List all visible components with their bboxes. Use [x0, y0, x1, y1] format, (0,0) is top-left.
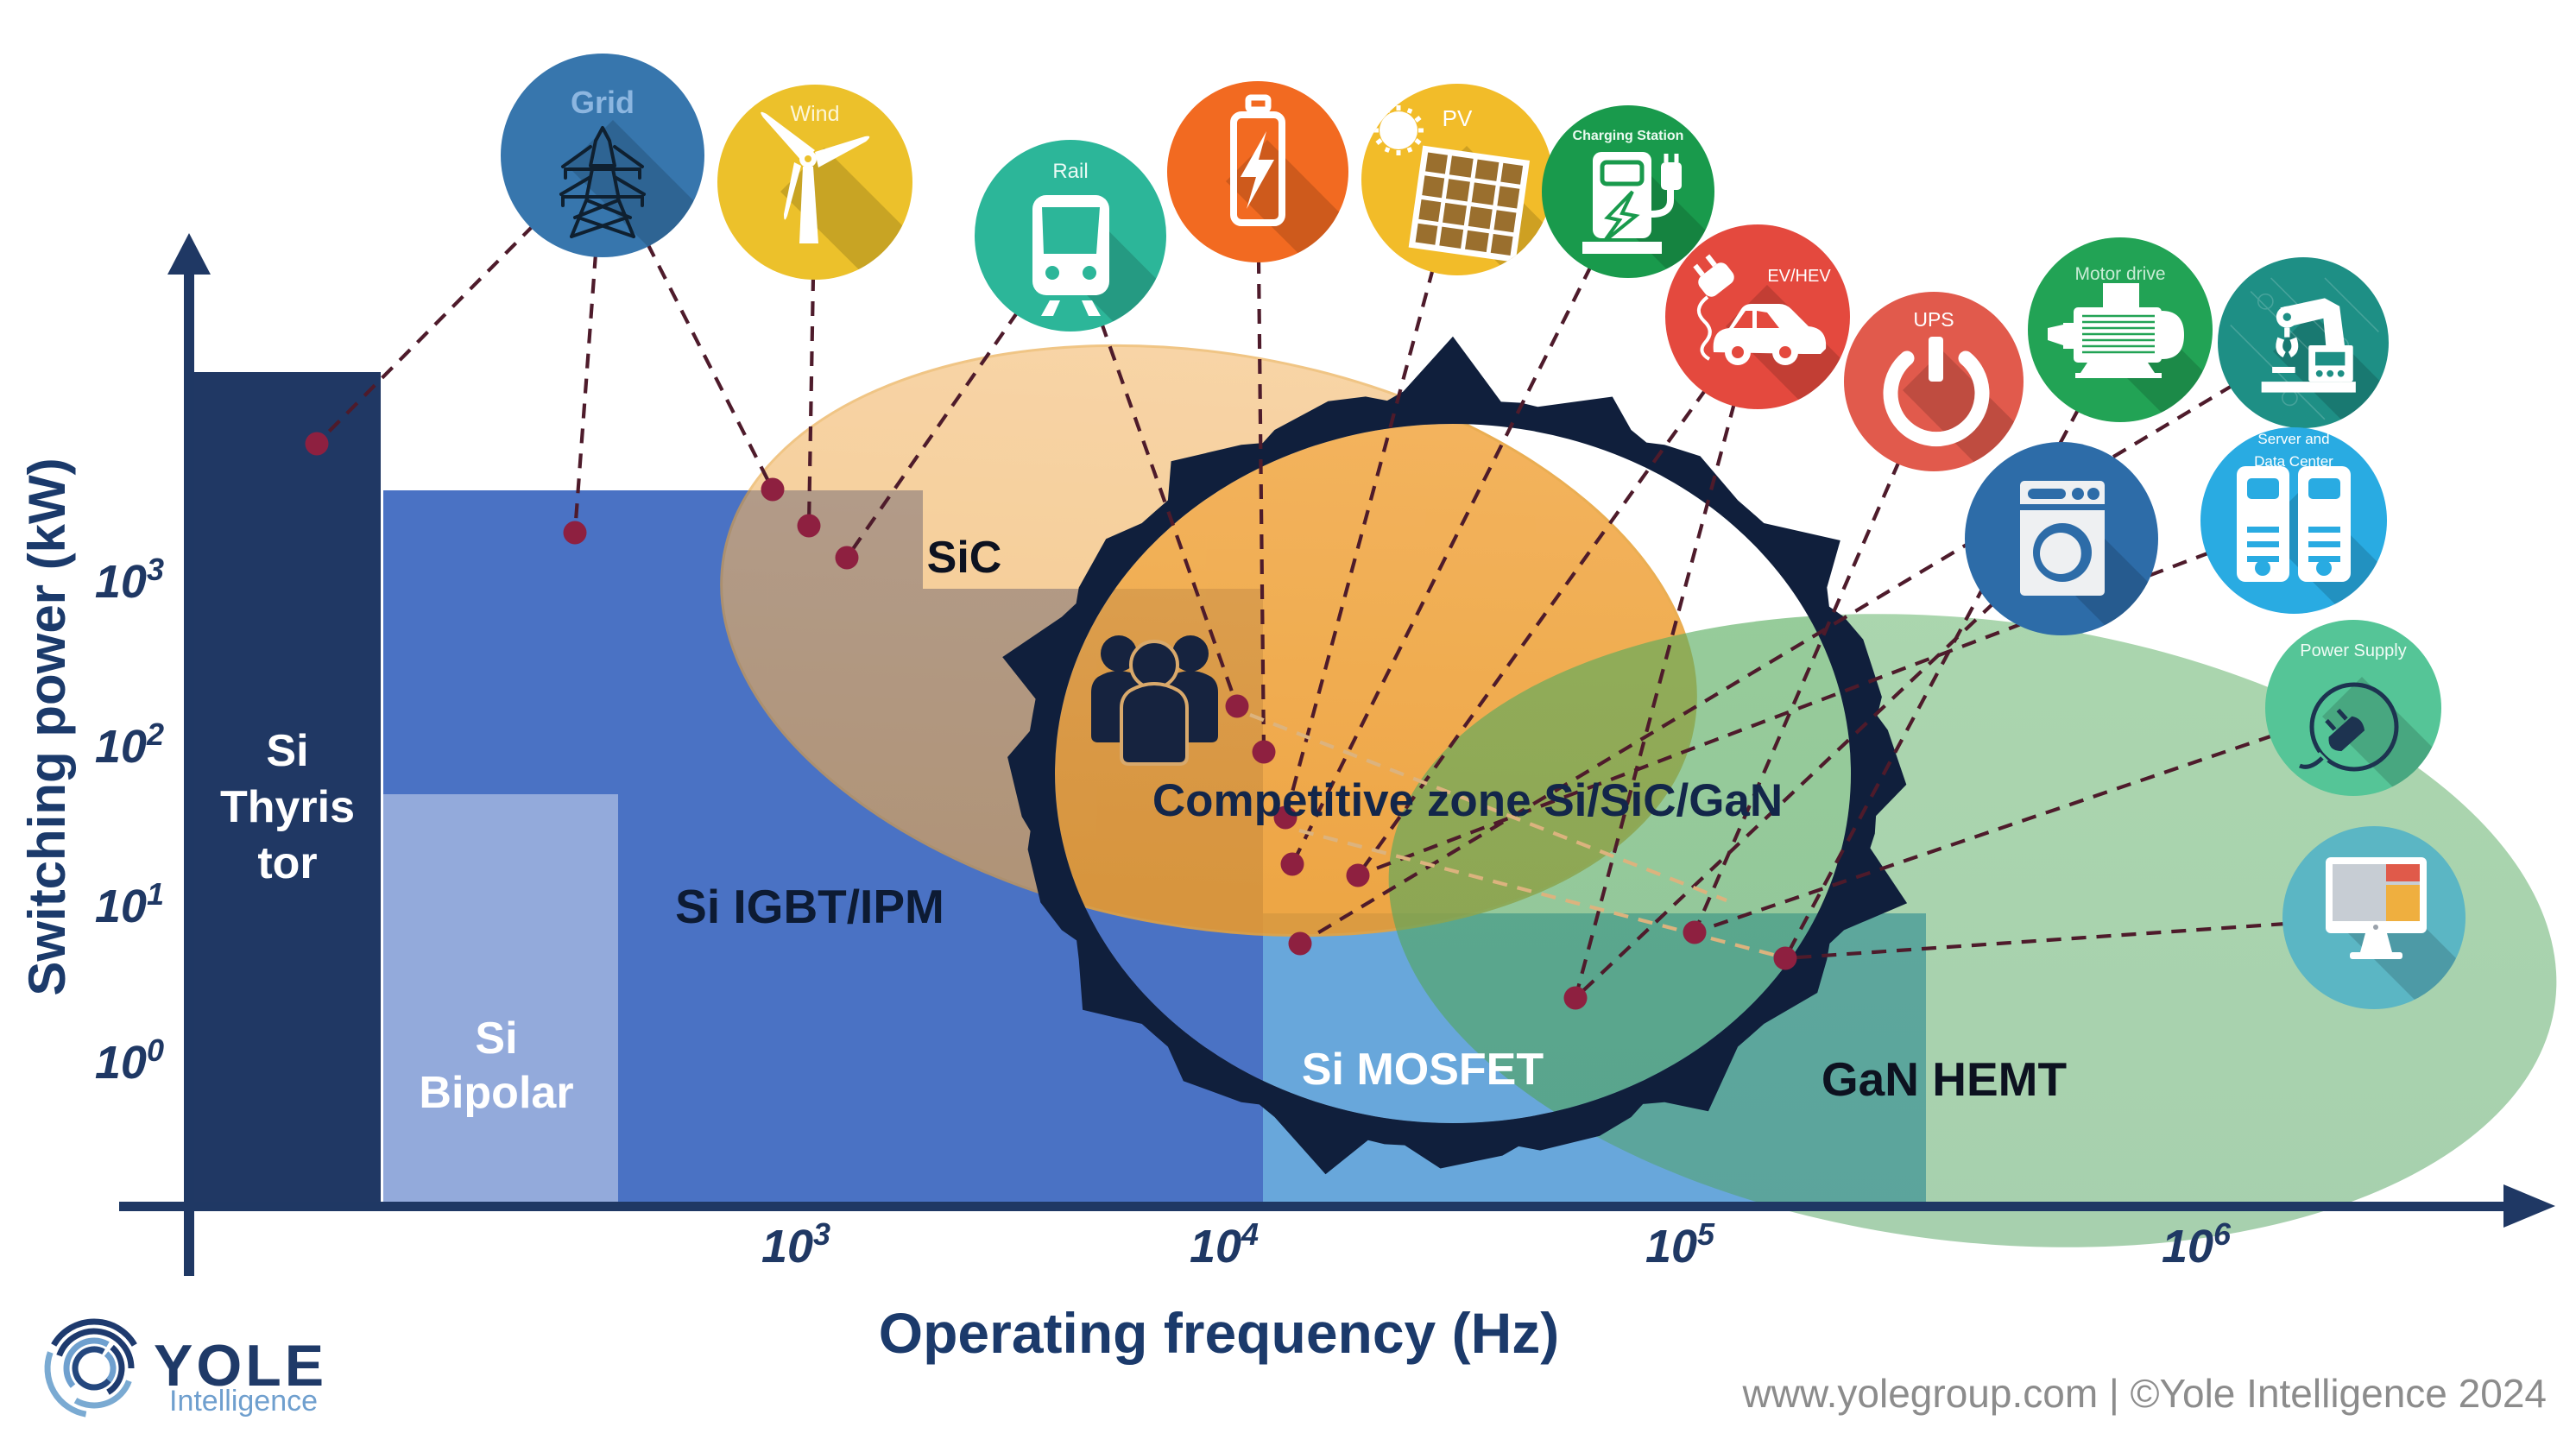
svg-text:UPS: UPS — [1913, 308, 1954, 331]
svg-text:106: 106 — [2162, 1216, 2232, 1272]
svg-text:GaN HEMT: GaN HEMT — [1822, 1052, 2067, 1106]
svg-text:105: 105 — [1645, 1216, 1715, 1272]
svg-text:www.yolegroup.com | ©Yole Inte: www.yolegroup.com | ©Yole Intelligence 2… — [1742, 1371, 2547, 1416]
svg-text:Competitive zone Si/SiC/GaN: Competitive zone Si/SiC/GaN — [1152, 775, 1783, 826]
svg-text:Power Supply: Power Supply — [2300, 641, 2406, 660]
svg-text:Switching power (kW): Switching power (kW) — [18, 458, 76, 995]
svg-text:Si IGBT/IPM: Si IGBT/IPM — [675, 880, 944, 933]
svg-text:PV: PV — [1443, 105, 1473, 131]
svg-text:Intelligence: Intelligence — [169, 1385, 318, 1418]
svg-text:Si: Si — [266, 726, 308, 776]
svg-text:Bipolar: Bipolar — [419, 1068, 573, 1118]
svg-text:EV/HEV: EV/HEV — [1767, 267, 1831, 286]
svg-text:Si: Si — [475, 1013, 517, 1064]
svg-text:Wind: Wind — [791, 102, 840, 126]
svg-text:Server and: Server and — [2257, 431, 2329, 447]
svg-text:Motor drive: Motor drive — [2074, 264, 2165, 284]
svg-text:Rail: Rail — [1052, 160, 1088, 183]
svg-text:Data Center: Data Center — [2254, 453, 2333, 470]
svg-text:100: 100 — [95, 1032, 164, 1089]
svg-text:Operating frequency (Hz): Operating frequency (Hz) — [879, 1301, 1559, 1365]
svg-text:Si MOSFET: Si MOSFET — [1302, 1045, 1544, 1095]
svg-text:YOLE: YOLE — [154, 1333, 327, 1399]
svg-text:tor: tor — [257, 838, 317, 888]
svg-text:Grid: Grid — [571, 85, 635, 120]
svg-text:SiC: SiC — [927, 533, 1002, 583]
svg-text:Charging Station: Charging Station — [1573, 129, 1684, 143]
svg-text:Thyris: Thyris — [220, 782, 355, 832]
